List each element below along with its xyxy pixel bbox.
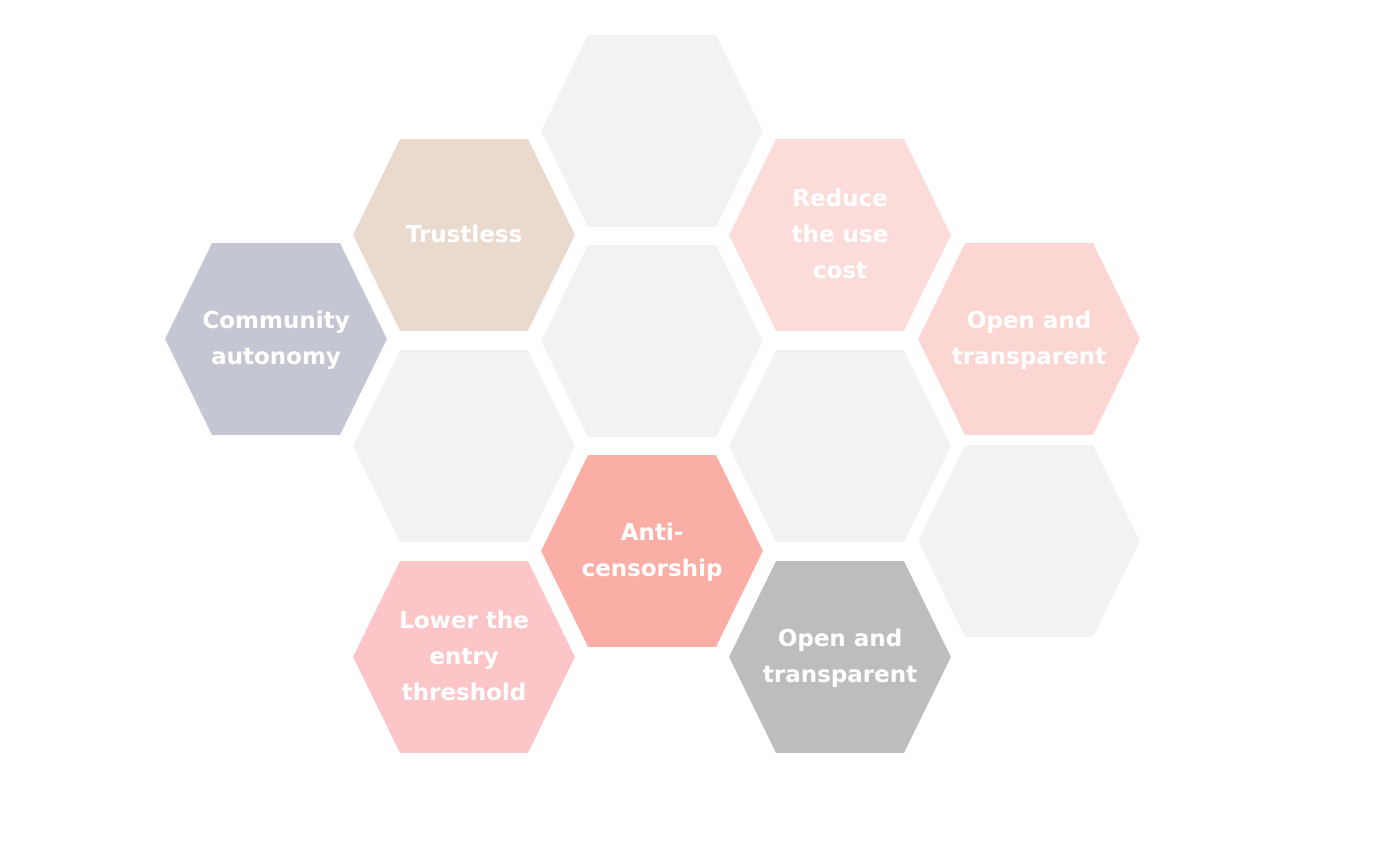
hexagon-anti-censorship: [541, 455, 763, 647]
hexagon-reduce-use-cost: [729, 139, 951, 331]
hexagon-trustless: [353, 139, 575, 331]
hexagon-open-transparent-bottom: [729, 561, 951, 753]
hexagon-far-right-lower: [918, 445, 1140, 637]
hexagon-right-lower: [729, 350, 951, 542]
hexagon-open-transparent-right: [918, 243, 1140, 435]
hexagon-lower-entry-threshold: [353, 561, 575, 753]
hexagon-community-autonomy: [165, 243, 387, 435]
hexagon-left-lower: [353, 350, 575, 542]
hexagon-top-center: [541, 35, 763, 227]
hexagon-center: [541, 245, 763, 437]
